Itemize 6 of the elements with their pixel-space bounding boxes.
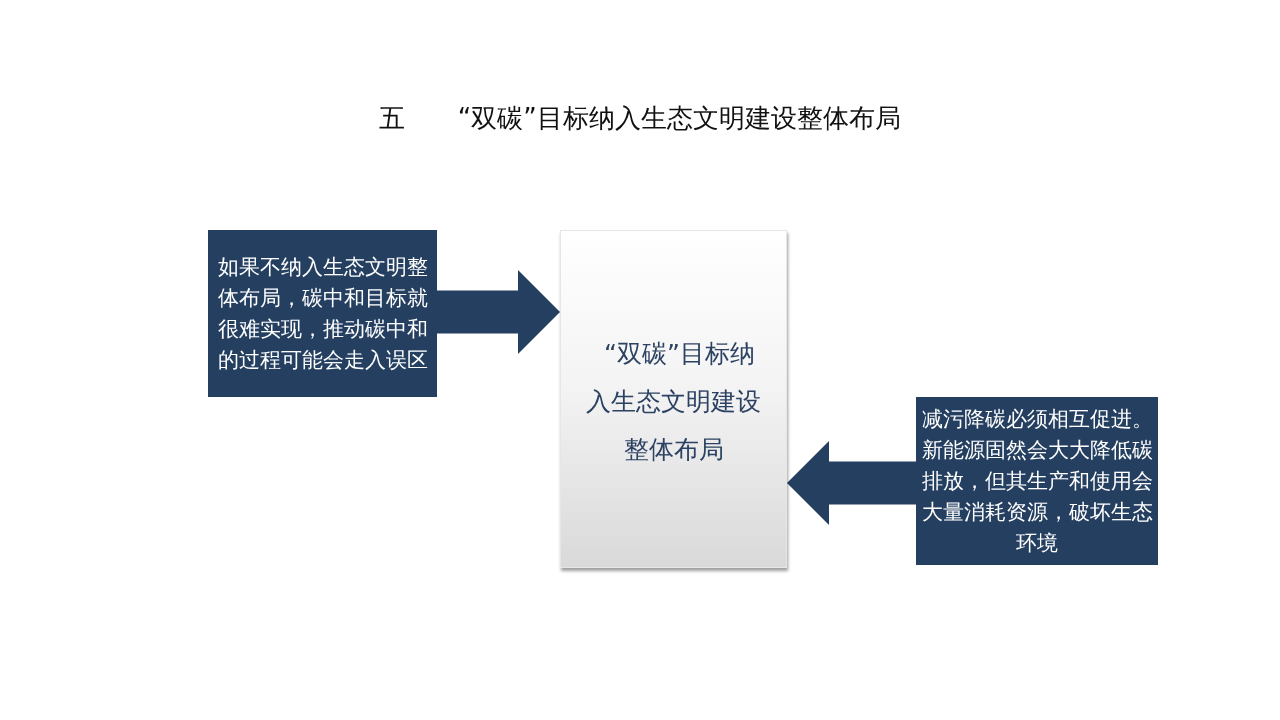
title: 五 “双碳”目标纳入生态文明建设整体布局 xyxy=(379,102,901,135)
text-box: 减污降碳必须相互促进。新能源固然会大大降低碳排放，但其生产和使用会大量消耗资源，破坏生态环境 xyxy=(916,397,1158,565)
block-arrow xyxy=(437,270,560,354)
block-arrow xyxy=(787,441,916,525)
text-box: 如果不纳入生态文明整体布局，碳中和目标就很难实现，推动碳中和的过程可能会走入误区 xyxy=(208,230,437,397)
concept-box: “双碳”目标纳入生态文明建设整体布局 xyxy=(560,230,787,568)
